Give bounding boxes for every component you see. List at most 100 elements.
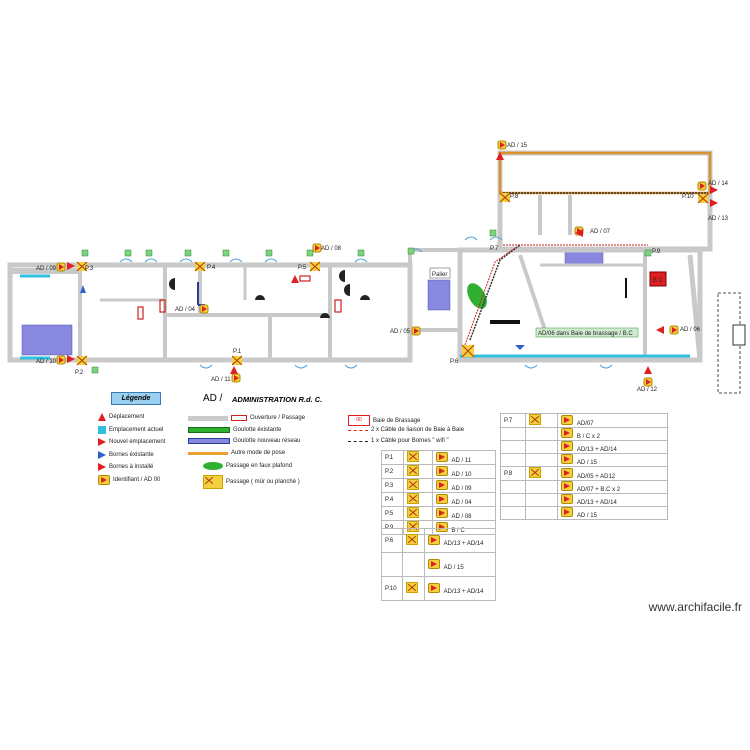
passage-cell bbox=[499, 506, 527, 520]
ad-cell: B / C x 2 bbox=[556, 427, 669, 441]
svg-text:AD / 09: AD / 09 bbox=[36, 266, 57, 272]
identifiant-icon bbox=[98, 475, 110, 485]
svg-text:B C: B C bbox=[653, 278, 664, 284]
svg-text:P.10: P.10 bbox=[682, 194, 694, 200]
svg-text:AD / 07: AD / 07 bbox=[590, 229, 611, 235]
ad-cell: AD / 11 bbox=[431, 450, 496, 465]
svg-text:AD / 13: AD / 13 bbox=[708, 216, 729, 222]
passage-cell: P.6 bbox=[380, 528, 404, 553]
passage-cell bbox=[380, 552, 404, 577]
passage-icon bbox=[529, 467, 542, 478]
passage-icon bbox=[203, 475, 223, 489]
deplacement-icon bbox=[98, 413, 106, 421]
svg-text:P.8: P.8 bbox=[510, 194, 519, 200]
passage-icon bbox=[407, 479, 420, 490]
table-row: AD / 15 bbox=[499, 506, 669, 520]
ad-cell: AD / 15 bbox=[423, 552, 497, 577]
passage-cell: P.7 bbox=[499, 413, 527, 428]
table-row: AD/13 + AD/14 bbox=[499, 440, 669, 454]
svg-text:AD / 06: AD / 06 bbox=[680, 327, 701, 333]
identifiant-icon bbox=[427, 534, 440, 545]
ad-cell: AD/07 + B.C x 2 bbox=[556, 480, 669, 494]
plan-title: ADMINISTRATION R.d. C. bbox=[232, 395, 323, 404]
passage-cell: P.3 bbox=[380, 478, 405, 493]
baie-label: AD/06 dans Baie de brassage / B.C bbox=[538, 331, 633, 337]
baie-brassage-right bbox=[649, 271, 667, 287]
passage-cell bbox=[499, 427, 527, 441]
svg-text:P.6: P.6 bbox=[450, 359, 459, 365]
identifiant-icon bbox=[427, 582, 440, 593]
passage-icon bbox=[529, 414, 542, 425]
identifiant-icon bbox=[435, 451, 448, 462]
passage-markers bbox=[76, 192, 709, 366]
passage-cell bbox=[499, 453, 527, 467]
svg-text:P.3: P.3 bbox=[85, 266, 94, 272]
identifiant-icon bbox=[435, 465, 448, 476]
identifiant-icon bbox=[435, 493, 448, 504]
table-row: P.1 AD / 11 bbox=[380, 450, 496, 465]
passage-icon bbox=[407, 507, 420, 518]
passage-icon bbox=[407, 465, 420, 476]
identifiant-icon bbox=[560, 454, 573, 464]
passage-cell bbox=[499, 493, 527, 507]
identifiant-icon bbox=[435, 507, 448, 518]
svg-text:P.9: P.9 bbox=[652, 249, 661, 255]
passage-faux-plafond bbox=[467, 283, 487, 309]
svg-text:AD / 08: AD / 08 bbox=[321, 246, 342, 252]
svg-text:P.1: P.1 bbox=[233, 349, 242, 355]
svg-text:Palier: Palier bbox=[432, 272, 447, 278]
identifiant-icon bbox=[560, 494, 573, 504]
ad-cell: AD/05 + AD12 bbox=[556, 466, 669, 481]
svg-text:AD / 10: AD / 10 bbox=[36, 359, 57, 365]
table-row: P.7 AD/07 bbox=[499, 413, 669, 428]
legend-title: Légende bbox=[111, 392, 161, 405]
svg-text:P.4: P.4 bbox=[207, 265, 216, 271]
svg-text:P.7: P.7 bbox=[490, 246, 499, 252]
identifiant-icon bbox=[560, 441, 573, 451]
identifiant-icon bbox=[560, 467, 573, 478]
baie-badge: 00 bbox=[348, 415, 370, 426]
svg-text:AD / 15: AD / 15 bbox=[507, 143, 528, 149]
identifiant-icon bbox=[427, 558, 440, 569]
legend-ad: AD / bbox=[203, 393, 223, 404]
svg-text:P.5: P.5 bbox=[298, 265, 307, 271]
borne-a-installer-icon bbox=[98, 463, 106, 471]
passage-icon bbox=[407, 493, 420, 504]
svg-text:AD / 12: AD / 12 bbox=[637, 387, 658, 393]
table-row: AD / 15 bbox=[499, 453, 669, 467]
ad-cell: AD/13 + AD/14 bbox=[423, 576, 497, 601]
baie-label-box bbox=[535, 327, 639, 338]
watermark: www.archifacile.fr bbox=[648, 600, 742, 614]
table-row: P.4 AD / 04 bbox=[380, 492, 496, 507]
right-wing-wall bbox=[457, 247, 703, 363]
passage-cell: P.4 bbox=[380, 492, 405, 507]
ad-cell: AD / 15 bbox=[556, 506, 669, 520]
ad-cell: AD/13 + AD/14 bbox=[556, 440, 669, 454]
faux-plafond-icon bbox=[203, 462, 223, 470]
passage-cell bbox=[499, 440, 527, 454]
identifiant-icon bbox=[560, 507, 573, 517]
passage-icon bbox=[407, 451, 420, 462]
ad-cell: AD / 10 bbox=[431, 464, 496, 479]
ad-cell: AD/07 bbox=[556, 413, 669, 428]
ad-cell: AD / 04 bbox=[431, 492, 496, 507]
passage-cell: P.1 bbox=[380, 450, 405, 465]
table-row: AD / 15 bbox=[380, 552, 497, 577]
table-row: P.6 AD/13 + AD/14 bbox=[380, 528, 497, 553]
table-row: AD/07 + B.C x 2 bbox=[499, 480, 669, 494]
svg-text:AD / 04: AD / 04 bbox=[175, 307, 196, 313]
ad-cell: AD/13 + AD/14 bbox=[556, 493, 669, 507]
ad-cell: AD/13 + AD/14 bbox=[423, 528, 497, 553]
staircase-left bbox=[21, 324, 73, 356]
orange-cable-path bbox=[498, 151, 712, 195]
passage-cell: P.5 bbox=[380, 506, 405, 521]
